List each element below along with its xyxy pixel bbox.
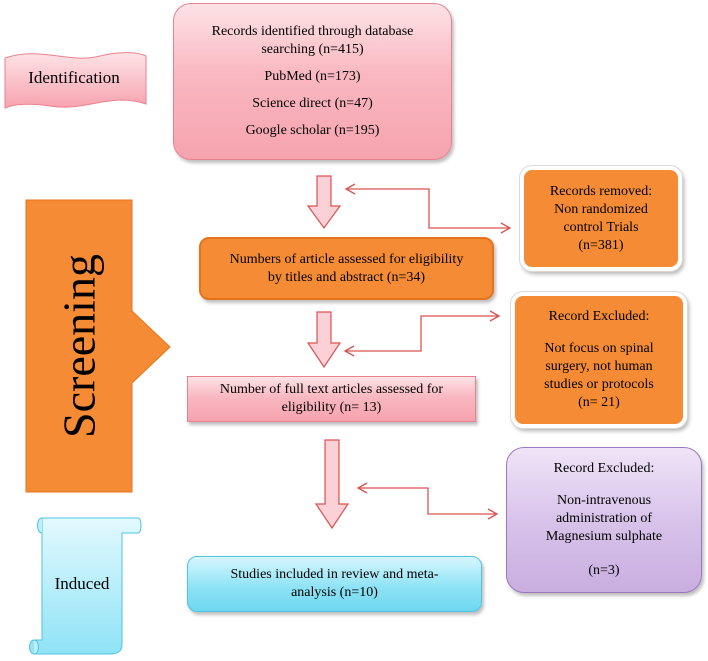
connector-removed <box>346 188 510 229</box>
stage-identification-label: Identification <box>28 68 120 87</box>
records-removed-heading: Records removed: <box>549 183 653 199</box>
record-excluded-2-count: (n=3) <box>588 563 620 578</box>
stage-induced-label: Induced <box>54 574 110 593</box>
fulltext-assessed-box: Number of full text articles assessed fo… <box>187 376 476 422</box>
source-pubmed: PubMed (n=173) <box>264 69 361 84</box>
down-arrow-2 <box>306 311 342 369</box>
stage-screening-label: Screening <box>53 254 105 438</box>
records-removed-box: Records removed: Non randomized control … <box>520 166 682 271</box>
connector-excluded-1 <box>345 315 499 352</box>
assessed-titles-box: Numbers of article assessed for eligibil… <box>199 237 494 300</box>
down-arrow-1 <box>306 175 342 230</box>
records-identified-box: Records identified through database sear… <box>173 3 452 160</box>
assessed-titles-text: Numbers of article assessed for eligibil… <box>229 251 464 285</box>
studies-included-box: Studies included in review and meta-anal… <box>187 556 482 612</box>
connector-excluded-2 <box>358 487 497 515</box>
screening-arrow <box>25 199 171 493</box>
records-removed-reason: Non randomized control Trials <box>554 201 648 235</box>
source-science-direct: Science direct (n=47) <box>252 96 373 111</box>
record-excluded-2-box: Record Excluded: Non-intravenous adminis… <box>506 447 702 593</box>
record-excluded-2-reason: Non-intravenous administration of Magnes… <box>545 493 663 544</box>
record-excluded-1-box: Record Excluded: Not focus on spinal sur… <box>511 292 687 428</box>
records-removed-count: (n=381) <box>578 237 624 253</box>
record-excluded-1-reason: Not focus on spinal surgery, not human s… <box>544 341 654 392</box>
record-excluded-1-count: (n= 21) <box>578 395 620 410</box>
record-excluded-1-heading: Record Excluded: <box>548 309 650 324</box>
source-google-scholar: Google scholar (n=195) <box>245 123 380 138</box>
record-excluded-2-heading: Record Excluded: <box>553 461 655 476</box>
studies-included-text: Studies included in review and meta-anal… <box>230 567 439 600</box>
down-arrow-3 <box>314 439 350 530</box>
identification-banner <box>4 52 147 109</box>
induced-scroll <box>29 517 142 655</box>
records-identified-title: Records identified through database sear… <box>211 24 414 57</box>
fulltext-assessed-text: Number of full text articles assessed fo… <box>219 382 444 415</box>
